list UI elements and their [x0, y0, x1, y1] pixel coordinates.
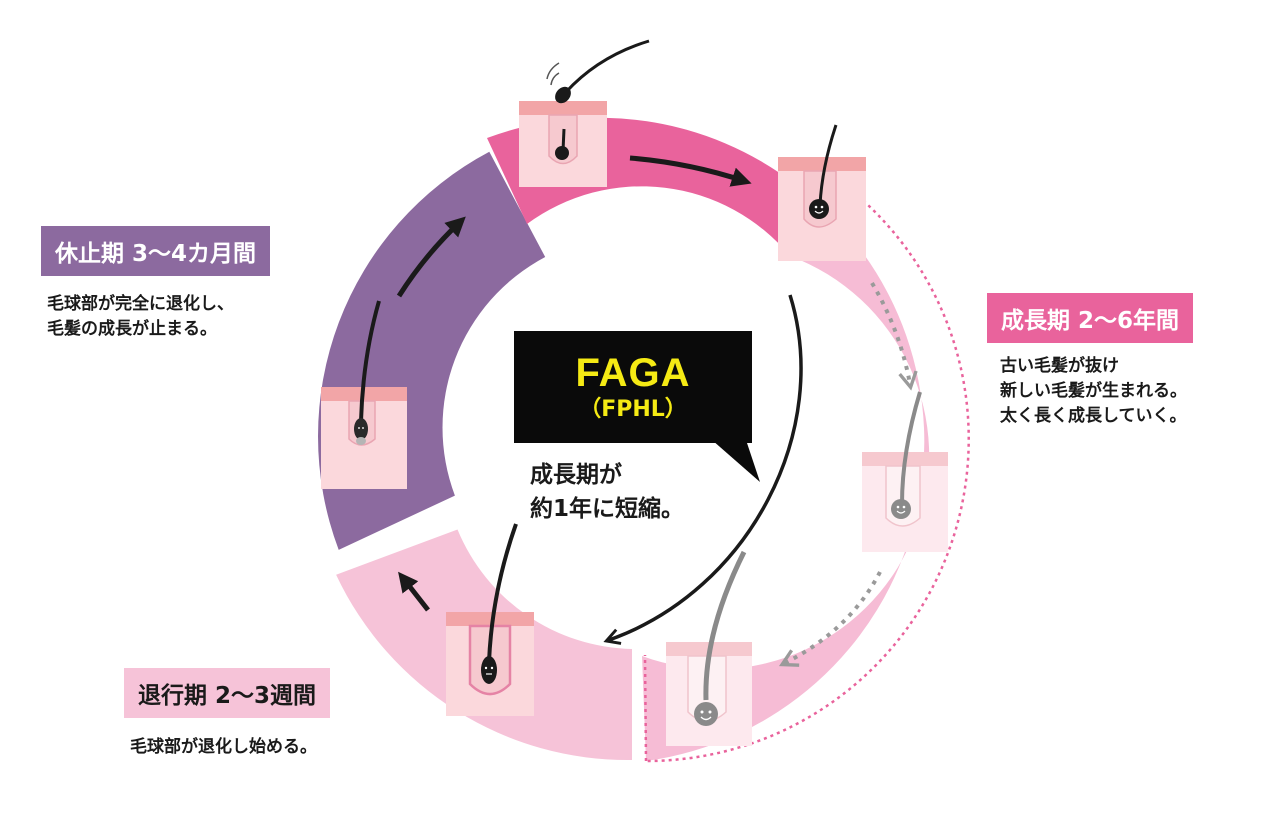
hair-follicle-icon: [446, 523, 534, 716]
faga-subtitle: （FPHL）: [579, 397, 687, 422]
desc-line: 新しい毛髪が生まれる。: [1000, 381, 1187, 401]
hair-follicle-icon: [666, 550, 752, 746]
ring-segment-telogen: [318, 151, 546, 550]
hair-follicle-icon: [321, 300, 407, 489]
desc-line: 古い毛髪が抜け: [1000, 356, 1119, 376]
hair-follicle-icon: [862, 391, 948, 552]
faga-callout-box: FAGA （FPHL）: [514, 331, 752, 443]
hair-follicle-icon: [778, 124, 866, 261]
desc-line: 毛球部が完全に退化し、: [47, 294, 234, 314]
desc-line: 毛球部が退化し始める。: [130, 737, 317, 757]
speech-bubble-tail-icon: [712, 440, 760, 482]
dotted-arrow-icon: [870, 281, 910, 384]
arrow-icon: [398, 571, 430, 612]
faga-note-line: 約1年に短縮。: [530, 496, 685, 522]
arrow-icon: [629, 155, 752, 187]
ring-dotted-outline: [645, 195, 970, 763]
phase-desc-anagen: 古い毛髪が抜け 新しい毛髪が生まれる。 太く長く成長していく。: [1000, 354, 1187, 429]
faga-title: FAGA: [575, 351, 691, 395]
smiley-bulb-icon: [694, 702, 718, 726]
desc-line: 太く長く成長していく。: [1000, 406, 1187, 426]
desc-line: 毛髪の成長が止まる。: [47, 319, 217, 339]
smiley-bulb-icon: [891, 499, 911, 519]
ring-segment-anagen-late: [642, 184, 930, 761]
arrow-icon: [396, 216, 466, 298]
phase-desc-telogen: 毛球部が完全に退化し、 毛髪の成長が止まる。: [47, 292, 234, 342]
faga-note-line: 成長期が: [530, 462, 622, 488]
faga-note: 成長期が 約1年に短縮。: [530, 458, 684, 526]
arrows: [396, 155, 910, 663]
phase-label-anagen: 成長期 2〜6年間: [987, 293, 1194, 343]
phase-label-telogen: 休止期 3〜4カ月間: [41, 226, 271, 276]
hair-follicle-icon: [519, 39, 650, 187]
smiley-bulb-icon: [809, 199, 829, 219]
phase-label-catagen: 退行期 2〜3週間: [124, 668, 331, 718]
arrow-icon: [609, 294, 803, 640]
phase-desc-catagen: 毛球部が退化し始める。: [130, 735, 317, 760]
